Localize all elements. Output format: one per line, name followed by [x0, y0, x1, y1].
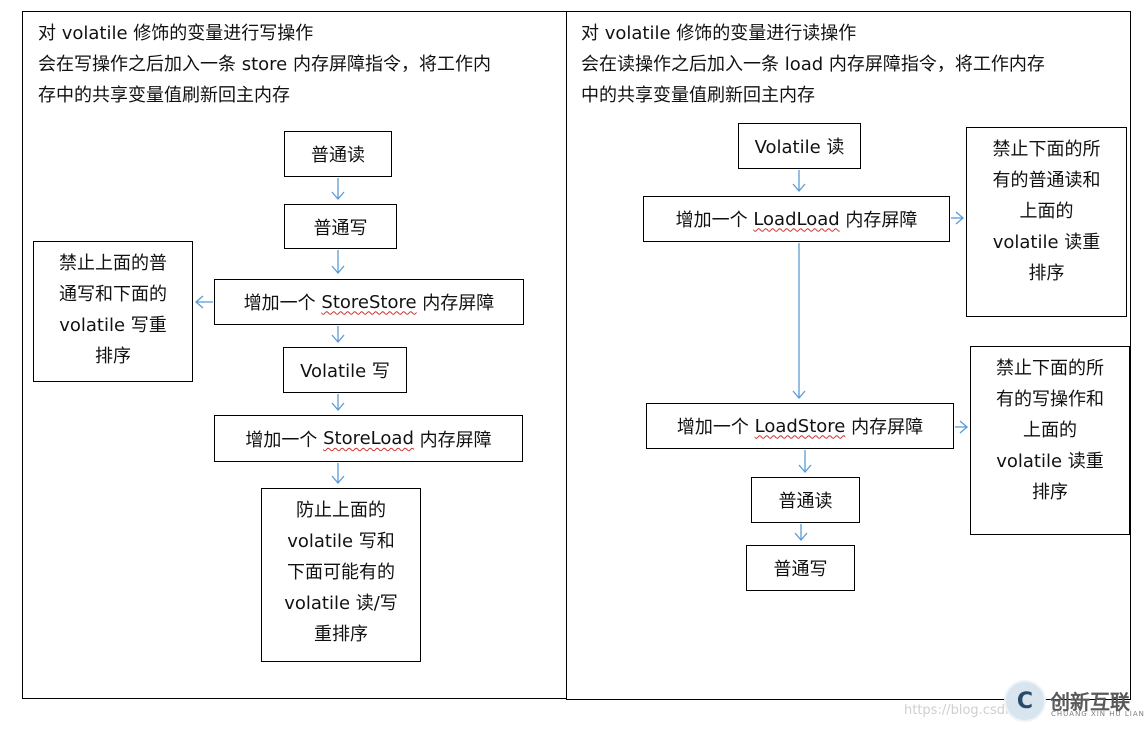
box-label: Volatile 读 [754, 137, 845, 158]
logo-glyph: C [1016, 688, 1034, 714]
note-line: volatile 写和 [287, 531, 395, 552]
note-line: 重排序 [314, 624, 368, 645]
loadload-barrier-box: 增加一个 LoadLoad 内存屏障 [643, 196, 950, 242]
logo-subtitle: CHUANG XIN HU LIAN [1051, 710, 1145, 718]
right-description-line: 对 volatile 修饰的变量进行读操作 [581, 23, 857, 44]
box-label: 普通读 [778, 491, 833, 512]
storestore-barrier-box: 增加一个 StoreStore 内存屏障 [214, 279, 524, 325]
loadstore-barrier-box: 增加一个 LoadStore 内存屏障 [646, 403, 954, 449]
note-line: 有的写操作和 [996, 389, 1104, 410]
storeload-note: 防止上面的 volatile 写和 下面可能有的 volatile 读/写 重排… [261, 488, 421, 662]
box-label-suffix: 内存屏障 [839, 210, 918, 231]
right-description-line: 中的共享变量值刷新回主内存 [581, 85, 815, 106]
note-line: 防止上面的 [296, 500, 386, 521]
left-description-line: 会在写操作之后加入一条 store 内存屏障指令，将工作内 [38, 54, 491, 75]
storeload-term: StoreLoad [323, 428, 414, 449]
note-line: 排序 [1028, 263, 1065, 284]
box-label-prefix: 增加一个 [675, 210, 754, 231]
left-description-line: 存中的共享变量值刷新回主内存 [38, 85, 290, 106]
note-line: 上面的 [1019, 201, 1074, 222]
note-line: volatile 读重 [996, 451, 1104, 472]
right-description-line: 会在读操作之后加入一条 load 内存屏障指令，将工作内存 [581, 54, 1045, 75]
storestore-note: 禁止上面的普 通写和下面的 volatile 写重 排序 [33, 241, 193, 382]
note-line: 排序 [95, 346, 131, 367]
note-line: 排序 [1032, 482, 1068, 503]
storestore-term: StoreStore [321, 291, 417, 313]
box-label-suffix: 内存屏障 [413, 429, 492, 451]
right-normal-read-box: 普通读 [751, 477, 860, 523]
volatile-write-box: Volatile 写 [283, 347, 407, 393]
note-line: volatile 写重 [59, 315, 167, 336]
note-line: volatile 读/写 [284, 593, 398, 614]
box-label-prefix: 增加一个 [245, 429, 324, 451]
note-line: 禁止下面的所 [996, 358, 1104, 379]
box-label: Volatile 写 [300, 361, 390, 382]
logo-icon: C [1004, 680, 1046, 722]
left-normal-write-box: 普通写 [284, 204, 397, 249]
logo-name: 创新互联 [1050, 690, 1130, 714]
box-label: 普通写 [773, 559, 828, 580]
note-line: volatile 读重 [992, 232, 1101, 253]
right-normal-write-box: 普通写 [746, 545, 855, 591]
volatile-read-box: Volatile 读 [738, 123, 861, 169]
note-line: 上面的 [1023, 420, 1077, 441]
note-line: 下面可能有的 [287, 562, 395, 583]
storeload-barrier-box: 增加一个 StoreLoad 内存屏障 [214, 415, 523, 462]
box-label-prefix: 增加一个 [243, 293, 322, 314]
box-label-suffix: 内存屏障 [845, 417, 924, 438]
loadstore-term: LoadStore [754, 415, 846, 437]
watermark-url: https://blog.csdn [904, 703, 1014, 718]
loadload-note: 禁止下面的所 有的普通读和 上面的 volatile 读重 排序 [966, 127, 1127, 317]
left-description: 对 volatile 修饰的变量进行写操作 会在写操作之后加入一条 store … [38, 18, 491, 111]
brand-logo: C 创新互联 CHUANG XIN HU LIAN [1000, 676, 1146, 730]
box-label-prefix: 增加一个 [676, 417, 755, 438]
box-label: 普通读 [311, 145, 365, 166]
note-line: 通写和下面的 [59, 284, 167, 305]
note-line: 禁止上面的普 [59, 253, 167, 274]
loadstore-note: 禁止下面的所 有的写操作和 上面的 volatile 读重 排序 [970, 346, 1130, 535]
left-description-line: 对 volatile 修饰的变量进行写操作 [38, 23, 314, 44]
note-line: 有的普通读和 [992, 170, 1101, 191]
loadload-term: LoadLoad [753, 208, 840, 230]
left-normal-read-box: 普通读 [284, 131, 392, 177]
note-line: 禁止下面的所 [992, 139, 1101, 160]
box-label-suffix: 内存屏障 [416, 293, 495, 314]
box-label: 普通写 [313, 217, 368, 239]
right-description: 对 volatile 修饰的变量进行读操作 会在读操作之后加入一条 load 内… [581, 18, 1045, 111]
